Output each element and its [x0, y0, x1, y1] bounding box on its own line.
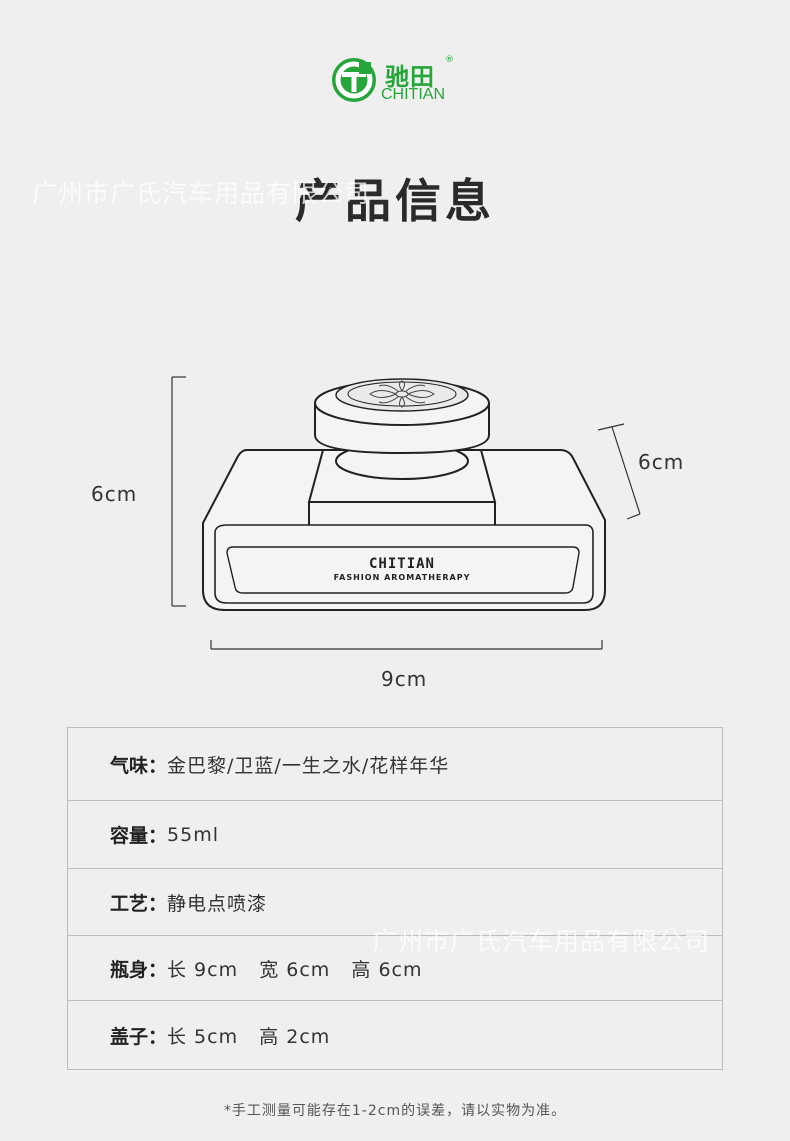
spec-label: 瓶身：: [110, 958, 168, 981]
spec-row-craft: 工艺： 静电点喷漆: [68, 869, 722, 936]
measurement-footnote: *手工测量可能存在1-2cm的误差，请以实物为准。: [223, 1103, 567, 1119]
dimension-lines: [171, 376, 641, 650]
product-illustration: CHITIAN FASHION AROMATHERAPY: [202, 378, 606, 611]
watermark-top: 广州市广氏汽车用品有限公司: [32, 179, 371, 208]
registered-mark: ®: [445, 55, 454, 65]
page-title: 产品信息: [295, 174, 495, 228]
spec-value: 长 9cm 宽 6cm 高 6cm: [167, 958, 423, 981]
product-tagline-text: FASHION AROMATHERAPY: [334, 573, 471, 582]
spec-label: 容量：: [110, 825, 168, 847]
height-dimension-label: 6cm: [91, 482, 138, 506]
brand-logo: 驰田 ® CHITIAN: [329, 55, 469, 105]
spec-row-bottle: 瓶身： 长 9cm 宽 6cm 高 6cm: [68, 936, 722, 1001]
width-dimension-label: 9cm: [381, 667, 428, 691]
depth-dimension-label: 6cm: [638, 450, 685, 474]
spec-row-scent: 气味： 金巴黎/卫蓝/一生之水/花样年华: [68, 728, 722, 801]
spec-table: 气味： 金巴黎/卫蓝/一生之水/花样年华 容量： 55ml 工艺： 静电点喷漆 …: [67, 727, 723, 1070]
spec-value: 长 5cm 高 2cm: [167, 1025, 331, 1048]
spec-value: 静电点喷漆: [167, 892, 268, 915]
brand-name-en: CHITIAN: [381, 86, 445, 103]
spec-row-cap: 盖子： 长 5cm 高 2cm: [68, 1001, 722, 1069]
flower-ornament-icon: [369, 380, 435, 408]
watermark-bottom: 广州市广氏汽车用品有限公司: [372, 927, 711, 956]
spec-value: 55ml: [167, 823, 219, 846]
spec-label: 工艺：: [110, 892, 168, 915]
product-brand-text: CHITIAN: [369, 556, 435, 572]
brand-logo-mark-icon: [332, 58, 376, 102]
brand-name-cn: 驰田: [385, 63, 435, 91]
spec-label: 盖子：: [110, 1025, 168, 1048]
spec-row-capacity: 容量： 55ml: [68, 801, 722, 869]
spec-label: 气味：: [110, 754, 168, 777]
spec-value: 金巴黎/卫蓝/一生之水/花样年华: [167, 754, 450, 777]
